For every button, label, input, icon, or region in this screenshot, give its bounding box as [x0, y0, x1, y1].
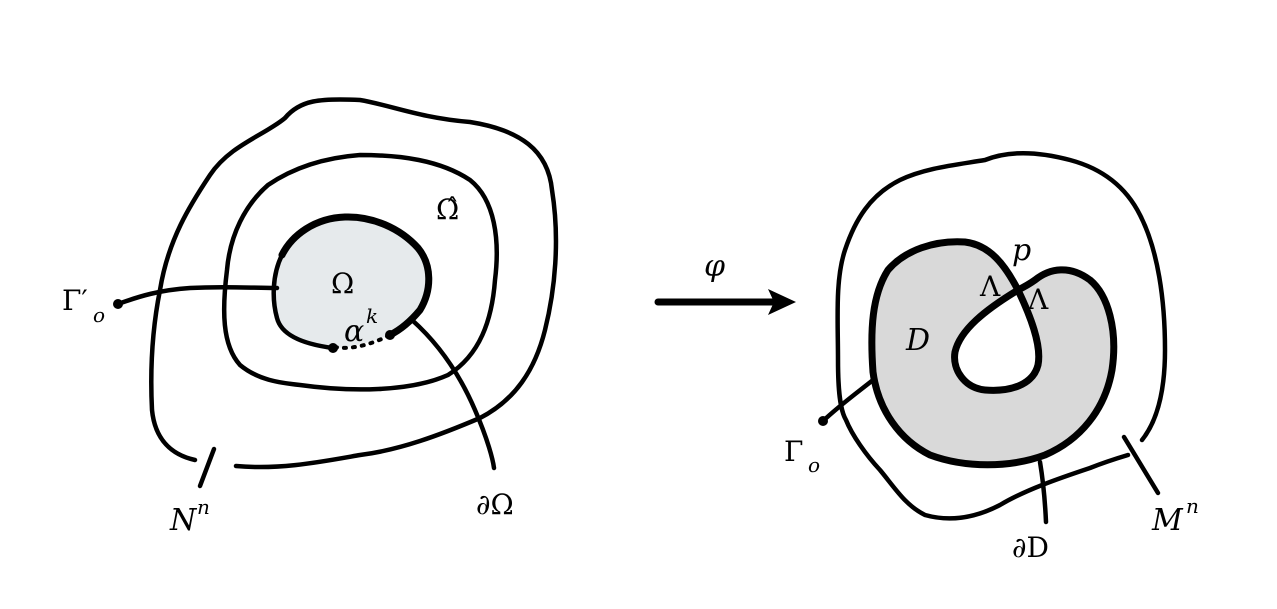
right-figure: p Λ Λ D Γ o ∂D M n [784, 151, 1199, 564]
label-d: D [905, 323, 930, 358]
d-outer-boundary [868, 238, 1118, 469]
omega-boundary-thick [278, 213, 433, 339]
label-gamma-sub: o [808, 453, 820, 477]
alpha-endpoint-right [385, 330, 395, 340]
omega-boundary-left [271, 252, 336, 351]
d-region [871, 241, 1114, 465]
label-omega: Ω [331, 267, 354, 300]
middle-curve-omega-hat [221, 152, 499, 392]
label-lambda-right: Λ [1027, 283, 1049, 316]
m-label-stick [1121, 434, 1161, 496]
alpha-k-dotted-arc [333, 334, 390, 350]
label-m-manifold-sup: n [1186, 494, 1199, 518]
label-alpha: α [344, 314, 364, 349]
gamma-prime-endpoint [113, 299, 123, 309]
gamma-arc [820, 377, 876, 424]
n-label-stick [197, 446, 217, 489]
outer-curve-m [835, 151, 1168, 521]
label-gamma-prime: Γ′ [62, 284, 88, 317]
gamma-prime-arc [115, 284, 280, 307]
boundary-d-stick [1037, 459, 1049, 525]
label-omega-hat: Ω̂ [436, 193, 459, 226]
omega-region [273, 216, 429, 348]
label-n-manifold: N [169, 503, 198, 538]
boundary-omega-curve [409, 317, 497, 471]
left-figure: Ω̂ Ω α k Γ′ o N n ∂Ω [62, 97, 559, 538]
map-phi: φ [654, 249, 796, 315]
alpha-endpoint-left [328, 343, 338, 353]
gamma-endpoint [818, 416, 828, 426]
label-boundary-d: ∂D [1012, 531, 1049, 564]
label-gamma-prime-sub: o [93, 303, 105, 327]
label-p: p [1012, 233, 1031, 268]
label-n-manifold-sup: n [197, 495, 210, 519]
label-m-manifold: M [1151, 503, 1184, 538]
label-lambda-left: Λ [979, 270, 1001, 303]
label-boundary-omega: ∂Ω [476, 488, 514, 521]
phi-arrow-head [768, 289, 796, 315]
label-phi: φ [704, 249, 725, 284]
label-gamma: Γ [784, 435, 803, 468]
d-inner-boundary [951, 286, 1043, 394]
label-alpha-sup: k [366, 304, 378, 328]
